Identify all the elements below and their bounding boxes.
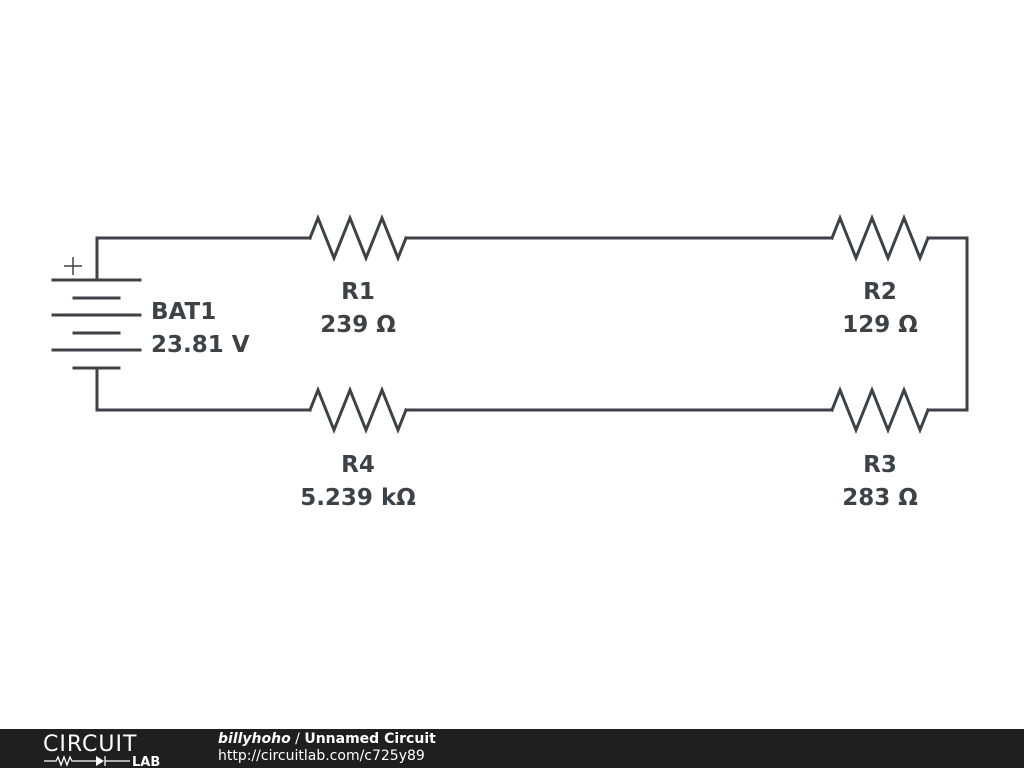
logo-text-bottom: LAB bbox=[132, 755, 160, 768]
resistor-r3[interactable]: R3 283 Ω bbox=[830, 385, 930, 511]
wire-r4-to-bat bbox=[95, 366, 312, 412]
resistor-r4-value: 5.239 kΩ bbox=[300, 485, 416, 511]
resistor-r2-value: 129 Ω bbox=[842, 312, 918, 338]
resistor-r1-name: R1 bbox=[341, 279, 375, 305]
resistor-zigzag bbox=[830, 213, 930, 263]
resistor-r2-name: R2 bbox=[863, 279, 897, 305]
resistor-zigzag bbox=[308, 213, 408, 263]
logo-resistor-icon bbox=[44, 755, 96, 767]
resistor-r3-value: 283 Ω bbox=[842, 485, 918, 511]
battery-name: BAT1 bbox=[151, 299, 216, 325]
author-link[interactable]: billyhoho bbox=[218, 731, 291, 747]
circuit-credit: billyhoho / Unnamed Circuit http://circu… bbox=[218, 731, 436, 765]
battery-bat1[interactable]: BAT1 23.81 V bbox=[51, 257, 250, 370]
logo-diode-icon bbox=[96, 756, 104, 766]
resistor-r1[interactable]: R1 239 Ω bbox=[308, 213, 408, 338]
wires bbox=[95, 236, 969, 412]
circuitlab-logo[interactable]: CIRCUIT LAB bbox=[40, 729, 180, 768]
schematic-canvas: BAT1 23.81 V R1 239 Ω R2 129 Ω R3 283 Ω … bbox=[51, 213, 969, 511]
logo-text-top: CIRCUIT bbox=[43, 732, 137, 757]
resistor-r2[interactable]: R2 129 Ω bbox=[830, 213, 930, 338]
circuit-url[interactable]: http://circuitlab.com/c725y89 bbox=[218, 748, 425, 764]
wire-bat-to-r1 bbox=[95, 236, 312, 282]
resistor-r4-name: R4 bbox=[341, 452, 375, 478]
resistor-zigzag bbox=[308, 385, 408, 435]
resistor-r4[interactable]: R4 5.239 kΩ bbox=[300, 385, 416, 511]
resistor-r3-name: R3 bbox=[863, 452, 897, 478]
footer-bar: CIRCUIT LAB billyhoho / Unnamed Circuit … bbox=[0, 729, 1024, 768]
wire-r2-to-r3 bbox=[926, 236, 969, 412]
credit-separator: / bbox=[290, 731, 305, 747]
resistor-zigzag bbox=[830, 385, 930, 435]
battery-value: 23.81 V bbox=[151, 332, 250, 358]
resistor-r1-value: 239 Ω bbox=[320, 312, 396, 338]
circuit-title[interactable]: Unnamed Circuit bbox=[304, 731, 436, 747]
